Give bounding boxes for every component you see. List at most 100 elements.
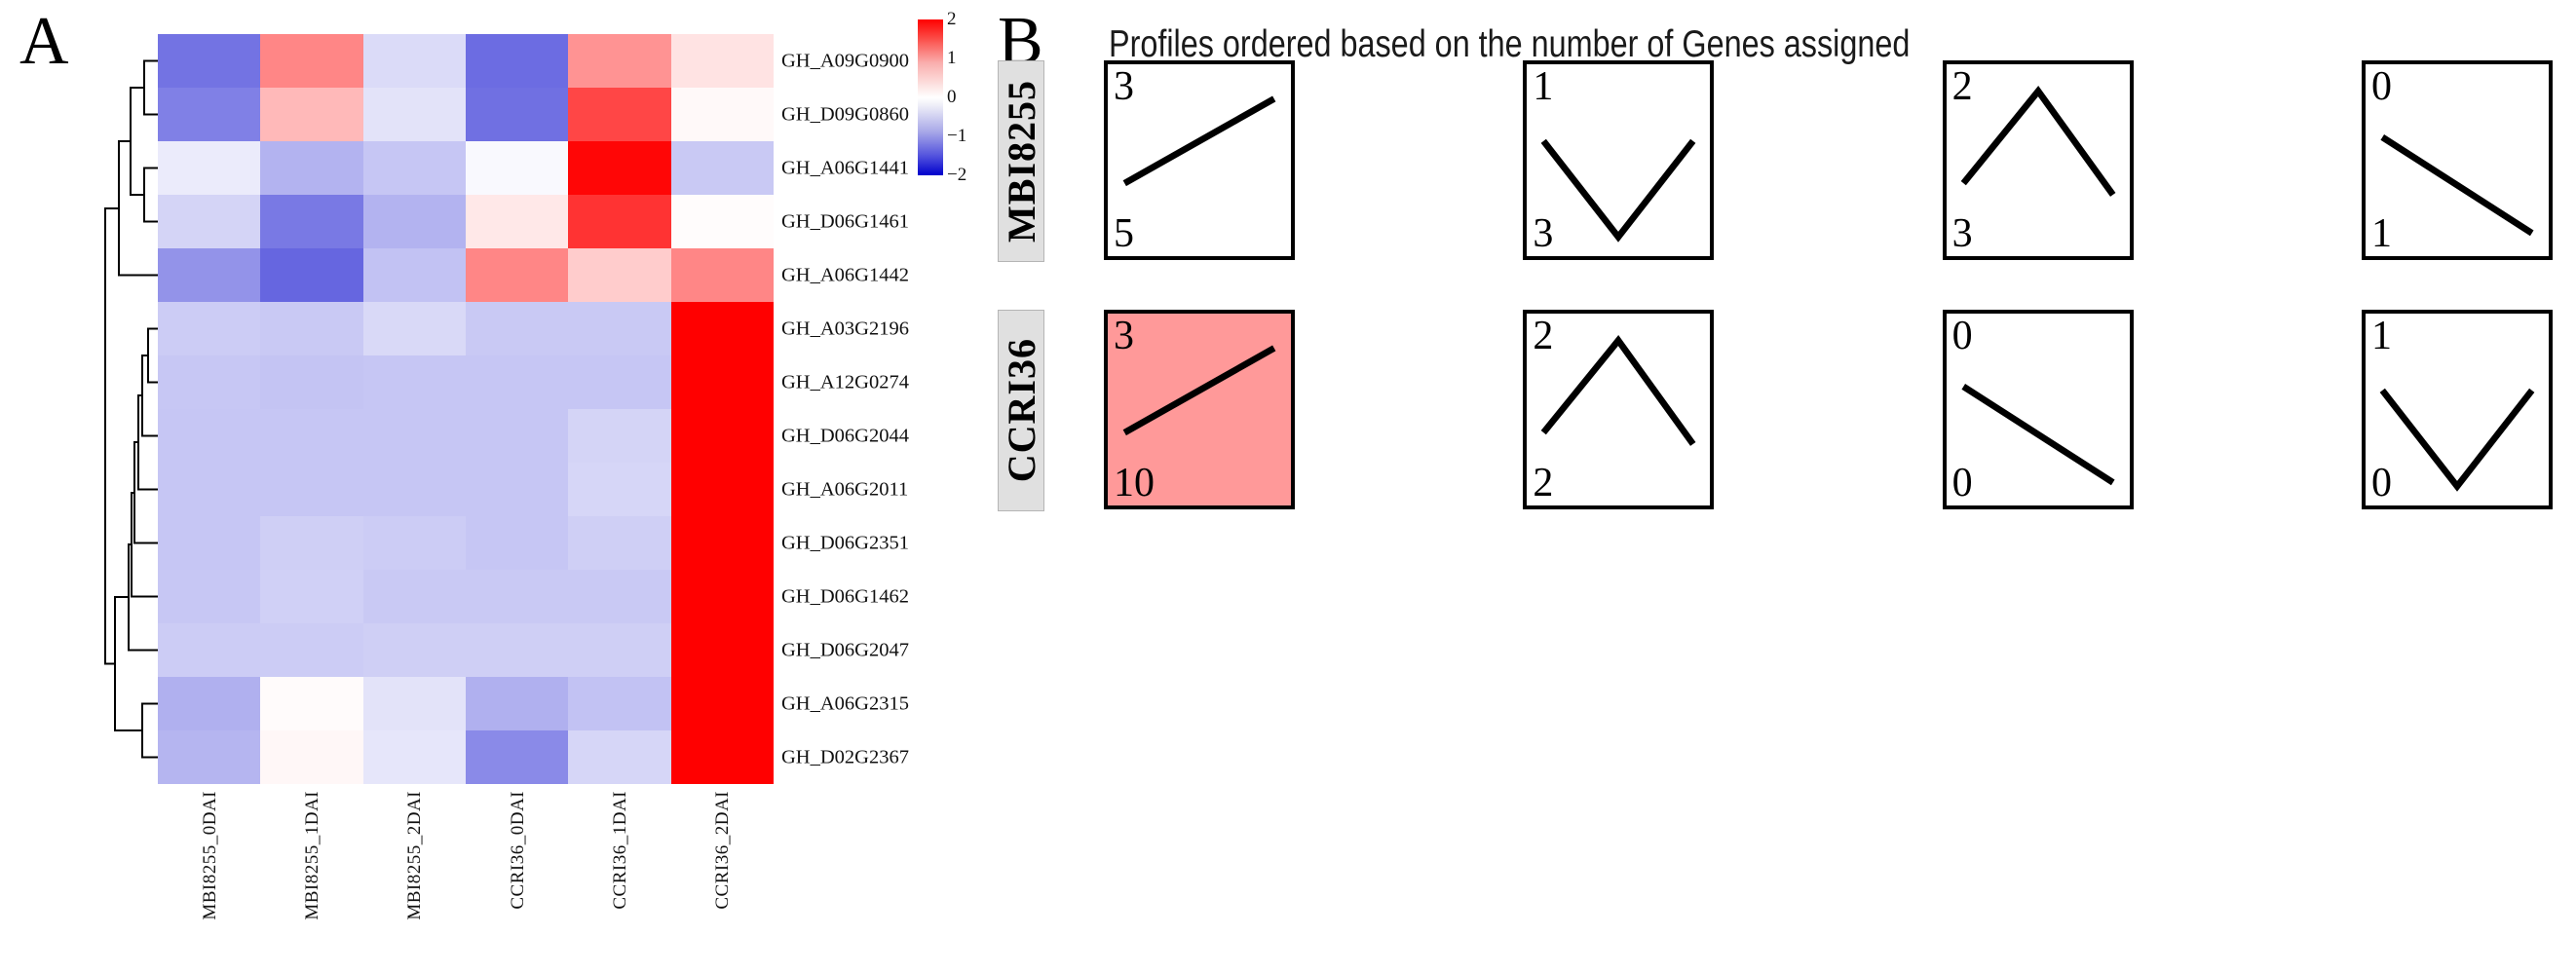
- heatmap-cell: [158, 88, 261, 141]
- heatmap-cell: [158, 730, 261, 784]
- heatmap-cell: [670, 34, 774, 88]
- panel-b-profiles: B Profiles ordered based on the number o…: [994, 0, 2576, 972]
- heatmap-cell: [260, 516, 363, 570]
- profile-top-count: 3: [1114, 314, 1134, 358]
- heatmap-cell: [158, 302, 261, 355]
- gene-label: GH_D06G2351: [781, 532, 909, 553]
- profile-line: [2380, 134, 2534, 237]
- heatmap-cell: [158, 141, 261, 195]
- heatmap-cell: [362, 195, 466, 248]
- heatmap-cell: [568, 141, 671, 195]
- profile-line: [1122, 95, 1276, 187]
- profile-line: [1122, 345, 1276, 436]
- heatmap-cell: [670, 195, 774, 248]
- profile-line: [1960, 86, 2116, 197]
- heatmap-cell: [158, 570, 261, 623]
- heatmap-cell: [362, 730, 466, 784]
- gene-label: GH_D06G1461: [781, 210, 909, 232]
- profile-top-count: 3: [1114, 64, 1134, 109]
- heatmap-cell: [568, 516, 671, 570]
- heatmap-cell: [260, 248, 363, 302]
- heatmap-cell: [362, 516, 466, 570]
- colorbar-tick: 1: [947, 48, 957, 68]
- heatmap-cell: [466, 88, 569, 141]
- panel-b-title: Profiles ordered based on the number of …: [1109, 23, 1911, 65]
- heatmap-cell: [260, 355, 363, 409]
- heatmap-cell: [670, 302, 774, 355]
- heatmap-cell: [670, 409, 774, 463]
- heatmap-cell: [466, 409, 569, 463]
- sample-label: CCRI36_0DAI: [507, 791, 528, 910]
- heatmap-cell: [260, 730, 363, 784]
- profile-bottom-count: 0: [1951, 461, 1973, 505]
- heatmap-cell: [466, 516, 569, 570]
- gene-label: GH_A06G2011: [781, 478, 909, 500]
- heatmap-cell: [466, 677, 569, 730]
- gene-label: GH_D06G1462: [781, 585, 909, 607]
- profile-bottom-count: 2: [1533, 461, 1554, 505]
- heatmap-cell: [466, 34, 569, 88]
- heatmap-cell: [158, 463, 261, 516]
- heatmap-cell: [568, 570, 671, 623]
- profile-top-count: 2: [1533, 314, 1554, 358]
- heatmap-cell: [466, 730, 569, 784]
- heatmap-cell: [466, 623, 569, 677]
- heatmap-cell: [362, 570, 466, 623]
- heatmap: [158, 34, 774, 784]
- profile-top-count: 0: [1951, 314, 1973, 358]
- colorbar-tick: 0: [947, 87, 957, 107]
- heatmap-cell: [260, 463, 363, 516]
- heatmap-cell: [568, 248, 671, 302]
- heatmap-cell: [670, 516, 774, 570]
- heatmap-cell: [158, 677, 261, 730]
- heatmap-cell: [362, 88, 466, 141]
- gene-label: GH_A06G1441: [781, 157, 909, 178]
- heatmap-cell: [568, 463, 671, 516]
- heatmap-cell: [466, 195, 569, 248]
- profile-line: [1961, 384, 2115, 486]
- genotype-tab-mbi8255: MBI8255: [998, 60, 1044, 262]
- sample-label: CCRI36_1DAI: [610, 791, 630, 910]
- colorbar-gradient: [918, 19, 943, 175]
- heatmap-cell: [158, 195, 261, 248]
- heatmap-cell: [362, 141, 466, 195]
- gene-label: GH_A09G0900: [781, 50, 909, 71]
- sample-label: MBI8255_0DAI: [199, 791, 220, 920]
- profile-top-count: 1: [2371, 314, 2392, 358]
- genotype-tab-ccri36: CCRI36: [998, 310, 1044, 511]
- heatmap-cell: [362, 355, 466, 409]
- heatmap-cell: [158, 516, 261, 570]
- profile-bottom-count: 5: [1114, 211, 1134, 256]
- heatmap-cell: [158, 623, 261, 677]
- heatmap-cell: [158, 355, 261, 409]
- heatmap-cell: [568, 34, 671, 88]
- heatmap-cell: [362, 677, 466, 730]
- heatmap-cell: [362, 463, 466, 516]
- heatmap-cell: [568, 302, 671, 355]
- heatmap-cell: [260, 302, 363, 355]
- heatmap-cell: [466, 302, 569, 355]
- colorbar-tick: −2: [947, 165, 967, 185]
- profile-top-count: 0: [2371, 64, 2392, 109]
- row-dendrogram: [104, 59, 158, 759]
- gene-label: GH_A03G2196: [781, 318, 909, 339]
- genotype-label: MBI8255: [999, 80, 1043, 243]
- heatmap-cell: [362, 409, 466, 463]
- heatmap-cell: [466, 355, 569, 409]
- sample-label: MBI8255_2DAI: [404, 791, 426, 920]
- heatmap-cell: [362, 248, 466, 302]
- heatmap-cell: [568, 623, 671, 677]
- profile-line: [2379, 388, 2535, 492]
- profile-top-count: 1: [1533, 64, 1554, 109]
- heatmap-cell: [568, 677, 671, 730]
- heatmap-cell: [158, 248, 261, 302]
